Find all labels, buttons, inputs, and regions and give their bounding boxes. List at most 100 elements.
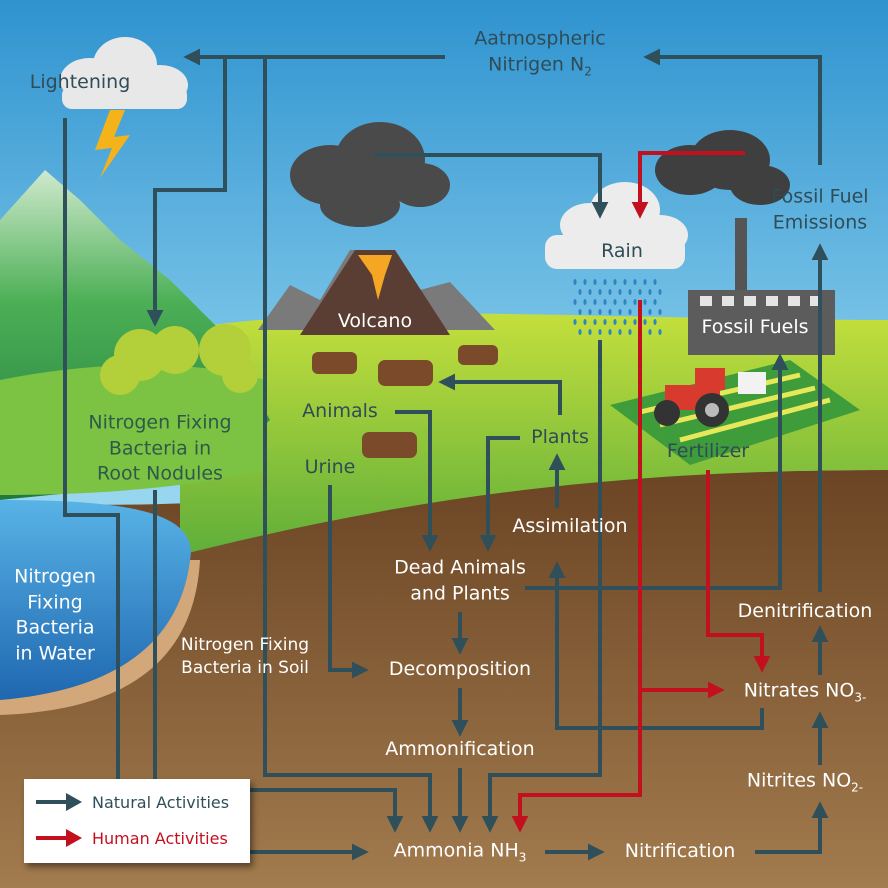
nitrites-subscript: 2- xyxy=(851,780,864,795)
cows xyxy=(312,345,498,458)
human-arrow-icon xyxy=(36,829,82,847)
rain-drop xyxy=(648,309,652,315)
arrow-rain-to-ammonia-human xyxy=(511,300,642,833)
dead-line1: Dead Animals xyxy=(394,556,526,579)
rain-drop xyxy=(578,289,582,295)
rain-drop xyxy=(618,309,622,315)
fossil-fuels-label: Fossil Fuels xyxy=(701,316,809,339)
trees xyxy=(100,324,258,395)
line-lightening xyxy=(63,118,120,790)
volcano xyxy=(300,250,450,335)
water-line1: Nitrogen xyxy=(14,565,96,588)
human-arrows xyxy=(511,151,771,833)
emissions-line1: Fossil Fuel xyxy=(771,185,869,208)
rain-drop xyxy=(618,289,622,295)
rain-drop xyxy=(583,299,587,305)
legend: Natural Activities Human Activities xyxy=(24,779,250,863)
lightening-cloud xyxy=(60,37,188,109)
rain-drop xyxy=(633,319,637,325)
legend-natural: Natural Activities xyxy=(36,792,229,812)
rain-drop xyxy=(593,279,597,285)
rain-drop xyxy=(653,279,657,285)
ammonia-label: Ammonia NH3 xyxy=(394,839,527,866)
rain-drop xyxy=(648,289,652,295)
rain-drop xyxy=(588,289,592,295)
arrow-animals-to-dead xyxy=(395,410,439,552)
arrow-soil-bacteria-to-ammonia xyxy=(263,57,439,833)
root-nodules-line1: Nitrogen Fixing xyxy=(88,411,232,434)
arrow-emissions-to-rain xyxy=(631,151,745,219)
denitrification-label: Denitrification xyxy=(737,600,873,623)
rain-drop xyxy=(608,329,612,335)
root-nodules-label: Nitrogen Fixing Bacteria in Root Nodules xyxy=(88,411,231,488)
legend-human: Human Activities xyxy=(36,828,228,848)
rain-drop xyxy=(638,289,642,295)
rain-drop xyxy=(573,299,577,305)
rain-drop xyxy=(573,279,577,285)
natural-arrows xyxy=(63,48,829,861)
fertilizer-label: Fertilizer xyxy=(666,440,750,463)
root-nodules-line2: Bacteria in xyxy=(108,437,212,460)
rain-drop xyxy=(618,329,622,335)
rain-drop xyxy=(613,279,617,285)
rain-drop xyxy=(588,329,592,335)
rain-drop xyxy=(628,329,632,335)
rain-drop xyxy=(603,319,607,325)
arrow-nitrification-to-nitrites xyxy=(755,801,829,854)
water-line3: Bacteria xyxy=(15,617,95,639)
soil-bacteria-label: Nitrogen Fixing Bacteria in Soil xyxy=(181,634,309,680)
rain-drop xyxy=(613,299,617,305)
rain-drop xyxy=(598,309,602,315)
rain-drop xyxy=(603,299,607,305)
legend-human-label: Human Activities xyxy=(92,828,228,848)
arrow-to-root-nodules xyxy=(146,57,227,327)
rain-drop xyxy=(608,289,612,295)
arrow-volcano-to-rain xyxy=(375,153,609,219)
rain-drop xyxy=(628,289,632,295)
arrow-nitrates-to-assimilation xyxy=(548,561,764,730)
crop-field xyxy=(610,360,860,465)
rain-drop xyxy=(623,299,627,305)
rain-drops xyxy=(573,279,662,335)
rain-drop xyxy=(658,329,662,335)
arrow-urine-to-decomposition xyxy=(328,485,369,679)
rain-drop xyxy=(583,319,587,325)
ammonification-label: Ammonification xyxy=(385,738,535,761)
natural-arrow-icon xyxy=(36,793,82,811)
rain-drop xyxy=(613,319,617,325)
rain-drop xyxy=(583,279,587,285)
legend-natural-label: Natural Activities xyxy=(92,792,230,812)
arrow-plants-to-animals xyxy=(438,373,562,415)
lava xyxy=(358,255,392,300)
atmospheric-text: Nitrigen N xyxy=(488,53,585,76)
fossil-fuel-emissions-label: Fossil Fuel Emissions xyxy=(771,184,868,235)
tractor xyxy=(654,368,766,427)
rain-drop xyxy=(633,299,637,305)
rain-drop xyxy=(628,309,632,315)
rain-drop xyxy=(648,329,652,335)
assimilation-label: Assimilation xyxy=(512,515,628,538)
ammonia-text: Ammonia NH xyxy=(393,839,519,862)
rain-drop xyxy=(643,299,647,305)
nitrites-label: Nitrites NO2- xyxy=(747,769,863,796)
rain-drop xyxy=(588,309,592,315)
nitrification-label: Nitrification xyxy=(624,840,736,863)
volcano-label: Volcano xyxy=(337,310,413,333)
rain-drop xyxy=(623,279,627,285)
nitrites-text: Nitrites NO xyxy=(746,769,852,792)
rain-drop xyxy=(643,319,647,325)
rain-drop xyxy=(593,299,597,305)
nitrates-label: Nitrates NO3- xyxy=(744,679,867,706)
smoke-cloud-volcano xyxy=(290,122,450,227)
animals-label: Animals xyxy=(302,400,378,423)
rain-drop xyxy=(603,279,607,285)
urine-label: Urine xyxy=(304,456,356,479)
arrow-plants-to-dead xyxy=(479,436,520,552)
decomposition-label: Decomposition xyxy=(388,658,532,681)
atmospheric-subscript: 2 xyxy=(584,64,592,79)
dead-animals-plants-label: Dead Animals and Plants xyxy=(394,555,526,606)
lightning-bolt-icon xyxy=(95,110,130,178)
water-bacteria-label: Nitrogen Fixing Bacteria in Water xyxy=(14,565,96,668)
arrow-emissions-to-atmosphere xyxy=(643,48,822,165)
